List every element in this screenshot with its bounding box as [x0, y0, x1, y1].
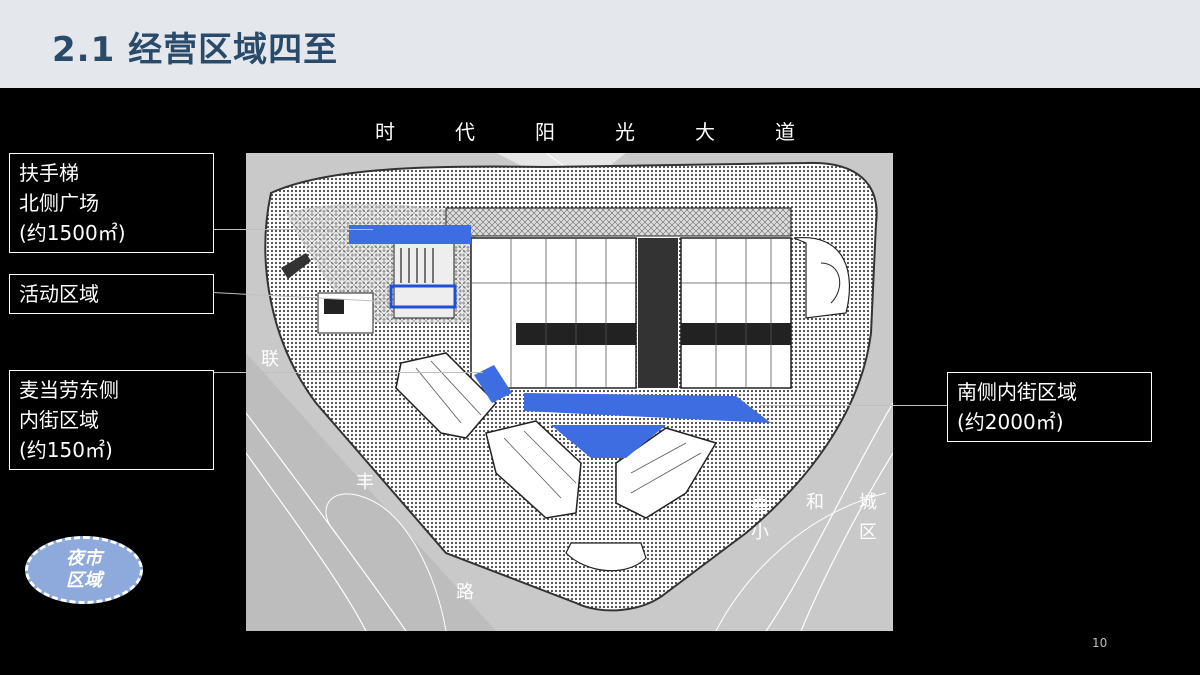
north-building-east	[680, 237, 792, 389]
callout-line: 北侧广场	[19, 191, 99, 215]
road-char: 联	[261, 349, 279, 370]
night-market-badge: 夜市 区域	[25, 536, 143, 604]
callout-north-plaza: 扶手梯 北侧广场 (约1500㎡)	[9, 153, 214, 253]
callout-line: 内街区域	[19, 408, 99, 432]
zone-mcd-east	[474, 365, 512, 403]
zone-north-plaza	[349, 225, 471, 244]
road-char: 嘉	[751, 495, 769, 516]
badge-line: 区域	[66, 570, 102, 591]
callout-line: (约1500㎡)	[19, 221, 126, 245]
callout-line: 活动区域	[19, 282, 99, 306]
road-char: 城	[859, 492, 877, 513]
badge-line: 夜市	[66, 548, 102, 569]
callout-line: (约2000㎡)	[957, 410, 1064, 434]
road-char: 丰	[356, 472, 374, 493]
zone-south-plaza	[551, 425, 666, 458]
road-char: 阳	[535, 120, 555, 144]
zone-south-street	[524, 393, 771, 423]
road-char: 代	[455, 120, 475, 144]
north-building-west	[470, 237, 637, 389]
road-char: 小	[751, 522, 769, 543]
callout-line: (约150㎡)	[19, 438, 113, 462]
callout-line: 扶手梯	[19, 161, 79, 185]
site-plan-drawing: 联 丰 路 嘉 和 城 小 区	[246, 153, 893, 631]
zone-activity	[389, 284, 457, 309]
road-char: 路	[456, 582, 474, 603]
callout-mcd-street: 麦当劳东侧 内街区域 (约150㎡)	[9, 370, 214, 470]
road-char: 和	[806, 492, 824, 513]
leader-line	[760, 405, 948, 406]
callout-line: 麦当劳东侧	[19, 378, 119, 402]
road-char: 时	[375, 120, 395, 144]
road-char: 光	[615, 120, 635, 144]
callout-activity: 活动区域	[9, 274, 214, 314]
leader-line	[213, 372, 483, 373]
north-road-label: 时 代 阳 光 大 道	[370, 116, 800, 145]
callout-line: 南侧内街区域	[957, 380, 1077, 404]
slide-header: 2.1 经营区域四至	[0, 0, 1200, 88]
leader-line	[213, 229, 373, 230]
site-plan: 联 丰 路 嘉 和 城 小 区	[246, 153, 893, 631]
road-char: 区	[859, 522, 877, 543]
callout-south-street: 南侧内街区域 (约2000㎡)	[947, 372, 1152, 442]
slide-title: 2.1 经营区域四至	[52, 30, 339, 70]
page-number: 10	[1092, 636, 1108, 650]
road-char: 道	[775, 120, 795, 144]
road-char: 大	[695, 120, 715, 144]
